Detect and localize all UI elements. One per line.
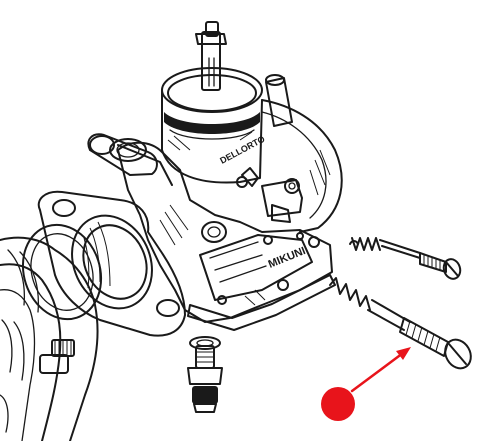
callout-marker xyxy=(321,347,411,421)
drain-plug-assembly xyxy=(187,336,223,413)
air-horn xyxy=(261,74,343,233)
mixing-chamber-tower: DELLORTO xyxy=(161,21,267,184)
callout-arrowhead xyxy=(396,347,411,360)
mounting-flange xyxy=(37,190,186,337)
carburetor-body: MIKUNI xyxy=(87,133,336,331)
adjuster-bracket xyxy=(236,167,320,248)
pilot-screw-with-spring xyxy=(349,237,462,280)
intake-manifold xyxy=(0,223,103,441)
idle-mixture-screw xyxy=(329,277,472,370)
callout-dot xyxy=(321,387,355,421)
callout-arrow-line xyxy=(350,351,405,393)
